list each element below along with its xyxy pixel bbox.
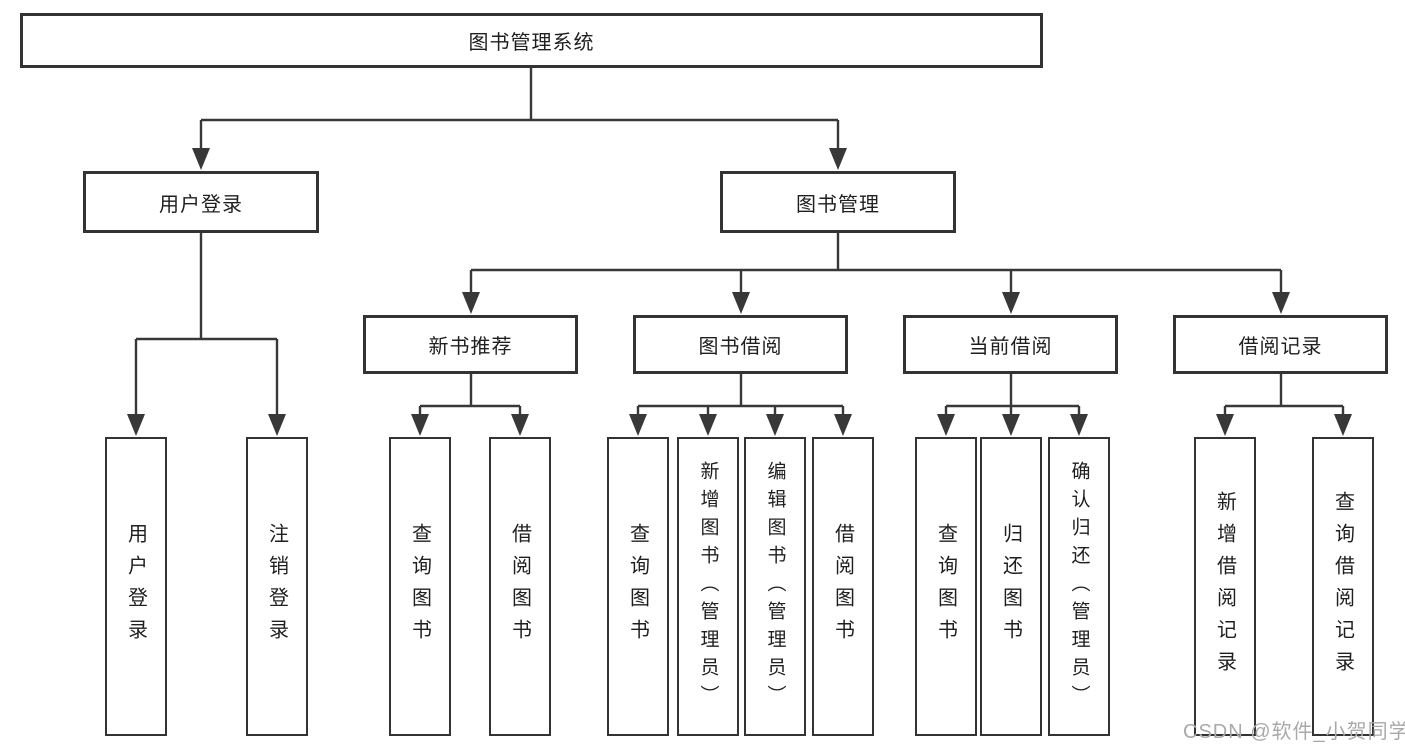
csdn-watermark: CSDN @软件_小贺同学 <box>1183 721 1405 743</box>
node-label: 查询图书 <box>934 522 957 651</box>
connector-root-to-level2 <box>199 68 840 150</box>
connector-userlogin-to-leaves <box>134 233 279 416</box>
node-label: 查询借阅记录 <box>1331 490 1354 683</box>
leaf-return-book: 归还图书 <box>980 437 1042 736</box>
node-current-borrow: 当前借阅 <box>903 315 1118 374</box>
node-label: 新增借阅记录 <box>1213 490 1236 683</box>
node-label: 当前借阅 <box>968 336 1053 358</box>
connector-current-to-leaves <box>944 374 1081 418</box>
node-label: 归还图书 <box>999 522 1022 651</box>
node-borrow-records: 借阅记录 <box>1173 315 1388 374</box>
leaf-query-books-current: 查询图书 <box>915 437 977 736</box>
leaf-query-books-recommend: 查询图书 <box>389 437 451 736</box>
node-book-borrow: 图书借阅 <box>633 315 848 374</box>
leaf-confirm-return-admin: 确认归还（管理员） <box>1048 437 1110 736</box>
leaf-query-borrow-record: 查询借阅记录 <box>1312 437 1374 736</box>
node-label: 借阅图书 <box>508 522 531 651</box>
node-label: 用户登录 <box>159 193 243 216</box>
leaf-add-book-admin: 新增图书（管理员） <box>677 437 739 736</box>
leaf-borrow-books-borrow: 借阅图书 <box>812 437 874 736</box>
node-label: 注销登录 <box>265 522 288 651</box>
node-library-management-system: 图书管理系统 <box>20 13 1043 68</box>
connector-recommend-to-leaves <box>418 374 522 418</box>
connector-records-to-leaves <box>1223 374 1345 418</box>
connector-borrow-to-leaves <box>636 374 845 418</box>
leaf-edit-book-admin: 编辑图书（管理员） <box>744 437 806 736</box>
node-label: 用户登录 <box>124 522 147 651</box>
node-label: 编辑图书（管理员） <box>764 460 786 713</box>
leaf-borrow-books-recommend: 借阅图书 <box>489 437 551 736</box>
arrowheads <box>127 148 1352 436</box>
node-label: 图书管理 <box>796 193 880 216</box>
leaf-add-borrow-record: 新增借阅记录 <box>1194 437 1256 736</box>
node-label: 新书推荐 <box>428 336 513 358</box>
leaf-user-login: 用户登录 <box>105 437 167 736</box>
node-new-book-recommend: 新书推荐 <box>363 315 578 374</box>
node-label: 确认归还（管理员） <box>1068 460 1090 713</box>
node-label: 新增图书（管理员） <box>697 460 719 713</box>
node-label: 查询图书 <box>626 522 649 651</box>
node-label: 查询图书 <box>408 522 431 651</box>
leaf-logout: 注销登录 <box>246 437 308 736</box>
node-label: 借阅记录 <box>1238 336 1323 358</box>
node-book-management: 图书管理 <box>720 171 956 233</box>
node-label: 图书管理系统 <box>468 32 595 54</box>
node-user-login: 用户登录 <box>83 171 319 233</box>
node-label: 图书借阅 <box>698 336 783 358</box>
leaf-query-books-borrow: 查询图书 <box>607 437 669 736</box>
node-label: 借阅图书 <box>831 522 854 651</box>
connector-bookmgmt-to-level3 <box>469 233 1283 294</box>
